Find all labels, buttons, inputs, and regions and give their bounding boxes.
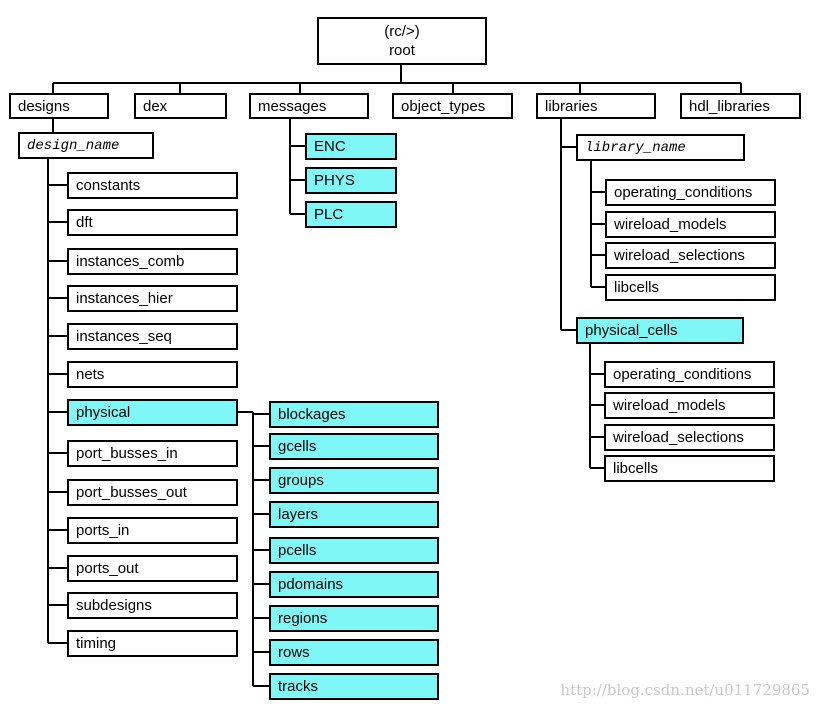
watermark-url: http://blog.csdn.net/u011729865 (560, 681, 810, 699)
node-messages: messages (249, 93, 369, 119)
node-lib-wireload-models: wireload_models (605, 211, 776, 238)
node-pcells: pcells (269, 537, 439, 564)
node-library-name: library_name (576, 134, 745, 161)
node-lib-libcells: libcells (605, 274, 776, 301)
root-path-label: (rc/>) (384, 23, 420, 40)
node-dft: dft (67, 209, 238, 236)
node-instances-comb: instances_comb (67, 248, 238, 275)
node-port-busses-in: port_busses_in (67, 440, 238, 467)
root-label: root (389, 42, 415, 59)
node-port-busses-out: port_busses_out (67, 479, 238, 506)
node-designs: designs (9, 93, 109, 119)
node-phys: PHYS (305, 167, 397, 194)
node-lib-wireload-selections: wireload_selections (605, 242, 776, 269)
node-hdl-libraries: hdl_libraries (680, 93, 801, 119)
node-pc-libcells: libcells (604, 455, 775, 482)
node-pdomains: pdomains (269, 571, 439, 598)
node-constants: constants (67, 172, 238, 199)
node-physical: physical (67, 399, 238, 426)
root-node: (rc/>) root (317, 17, 487, 65)
node-design-name: design_name (18, 132, 154, 159)
node-instances-hier: instances_hier (67, 285, 238, 312)
node-groups: groups (269, 467, 439, 494)
node-plc: PLC (305, 201, 397, 228)
node-object-types: object_types (392, 93, 513, 119)
node-lib-operating-conditions: operating_conditions (605, 179, 776, 206)
node-ports-in: ports_in (67, 517, 238, 544)
node-blockages: blockages (269, 401, 439, 428)
node-layers: layers (269, 501, 439, 528)
node-pc-wireload-selections: wireload_selections (604, 424, 775, 451)
node-nets: nets (67, 361, 238, 388)
node-physical-cells: physical_cells (576, 317, 744, 344)
node-regions: regions (269, 605, 439, 632)
node-gcells: gcells (269, 433, 439, 460)
node-libraries: libraries (536, 93, 656, 119)
node-enc: ENC (305, 133, 397, 160)
node-pc-wireload-models: wireload_models (604, 392, 775, 419)
node-subdesigns: subdesigns (67, 592, 238, 619)
node-timing: timing (67, 630, 238, 657)
node-pc-operating-conditions: operating_conditions (604, 361, 775, 388)
node-tracks: tracks (269, 673, 439, 700)
node-dex: dex (134, 93, 227, 119)
node-rows: rows (269, 639, 439, 666)
node-ports-out: ports_out (67, 555, 238, 582)
node-instances-seq: instances_seq (67, 323, 238, 350)
